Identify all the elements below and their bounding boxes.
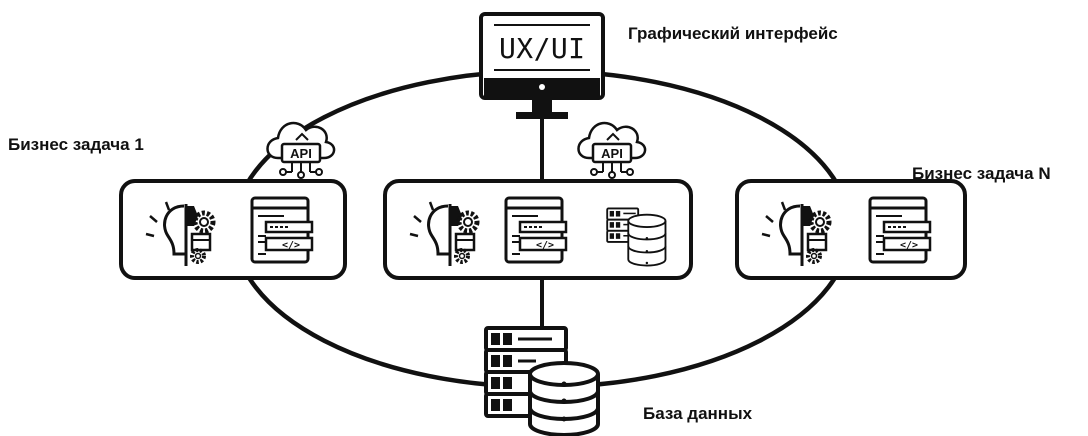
code-tag-text: </> bbox=[536, 240, 554, 251]
code-window-icon: </> bbox=[504, 196, 568, 264]
code-window-icon: </> bbox=[250, 196, 314, 264]
business-task-n-label: Бизнес задача N bbox=[912, 164, 1051, 183]
monitor-screen-text: UX/UI bbox=[499, 32, 585, 65]
code-window-icon: </> bbox=[868, 196, 932, 264]
database-server-icon bbox=[484, 326, 600, 436]
monitor-icon: UX/UI bbox=[479, 12, 605, 119]
api-text: API bbox=[290, 146, 312, 161]
api-cloud-icon: API bbox=[577, 121, 647, 180]
business-task-1-label: Бизнес задача 1 bbox=[8, 135, 144, 154]
database-label: База данных bbox=[643, 404, 753, 423]
code-tag-text: </> bbox=[282, 240, 300, 251]
code-tag-text: </> bbox=[900, 240, 918, 251]
api-cloud-icon: API bbox=[266, 121, 336, 180]
gui-label: Графический интерфейс bbox=[628, 24, 838, 43]
api-text: API bbox=[601, 146, 623, 161]
